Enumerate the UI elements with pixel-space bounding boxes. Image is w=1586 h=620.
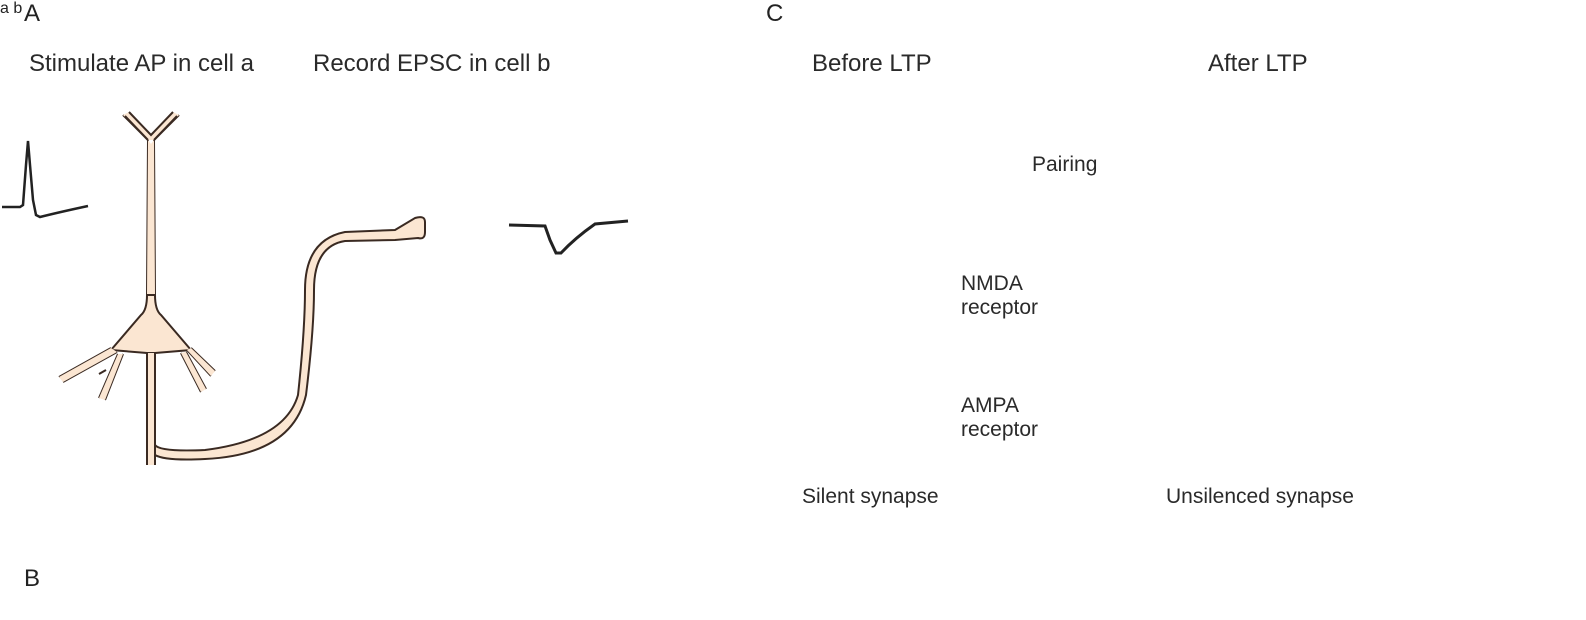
cell-b-label: b <box>13 0 23 17</box>
ampa-label-line1: AMPA <box>961 394 1019 417</box>
stimulate-title: Stimulate AP in cell a <box>29 50 255 77</box>
action-potential-trace <box>2 140 89 219</box>
neuron-a <box>58 111 216 466</box>
pairing-label: Pairing <box>1032 153 1098 176</box>
silent-synapse-caption: Silent synapse <box>802 485 939 508</box>
axon-connection <box>154 216 426 461</box>
record-title: Record EPSC in cell b <box>313 50 551 77</box>
epsc-trace <box>508 219 629 255</box>
unsilenced-synapse-caption: Unsilenced synapse <box>1166 485 1354 508</box>
nmda-label-line2: receptor <box>961 296 1039 319</box>
cell-a-label: a <box>0 0 9 17</box>
ampa-label-line2: receptor <box>961 418 1039 441</box>
before-ltp-title: Before LTP <box>812 50 932 77</box>
panel-a-letter: A <box>24 0 41 27</box>
panel-b-letter: B <box>24 565 41 592</box>
after-ltp-title: After LTP <box>1208 50 1308 77</box>
nmda-label-line1: NMDA <box>961 272 1023 295</box>
panel-c-letter: C <box>766 0 784 27</box>
